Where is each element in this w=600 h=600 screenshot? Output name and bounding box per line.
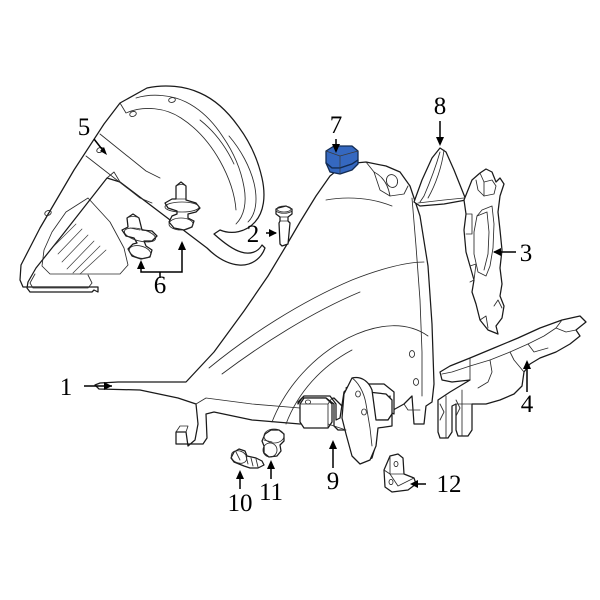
part-7-upper-mounting-bracket[interactable] xyxy=(325,145,359,175)
part-11-splash-shield-push-pin[interactable] xyxy=(261,428,285,458)
part-12-lower-mounting-bracket[interactable] xyxy=(383,453,417,493)
callout-label-7: 7 xyxy=(330,112,343,139)
part-8-front-filler-trim[interactable] xyxy=(413,147,467,207)
part-6-push-pin-retainers[interactable] xyxy=(121,181,201,260)
callout-label-2: 2 xyxy=(247,221,260,248)
callout-label-3: 3 xyxy=(520,240,533,267)
push-pin-upper xyxy=(164,181,201,231)
callout-label-8: 8 xyxy=(434,93,447,120)
callout-label-12: 12 xyxy=(437,471,462,498)
part-1-front-fender-panel[interactable] xyxy=(94,161,435,447)
part-9-splash-shield-bracket[interactable] xyxy=(297,376,395,465)
push-pin-lower xyxy=(121,213,158,260)
callout-label-1: 1 xyxy=(60,374,73,401)
callout-label-10: 10 xyxy=(228,490,253,517)
callout-label-4: 4 xyxy=(521,391,534,418)
part-5-wheelhouse-liner[interactable] xyxy=(19,85,266,293)
callout-label-11: 11 xyxy=(259,479,283,506)
part-3-rear-reinforcement[interactable] xyxy=(463,168,505,335)
callout-label-9: 9 xyxy=(327,468,340,495)
part-2-mounting-bolt[interactable] xyxy=(275,205,293,247)
callout-leaders xyxy=(84,121,531,489)
callout-label-6: 6 xyxy=(154,272,167,299)
part-4-lower-rail-reinforcement[interactable] xyxy=(437,315,587,439)
part-10-splash-shield-screw[interactable] xyxy=(229,448,265,469)
liner-vent-slats xyxy=(53,223,107,275)
callout-label-5: 5 xyxy=(78,114,91,141)
